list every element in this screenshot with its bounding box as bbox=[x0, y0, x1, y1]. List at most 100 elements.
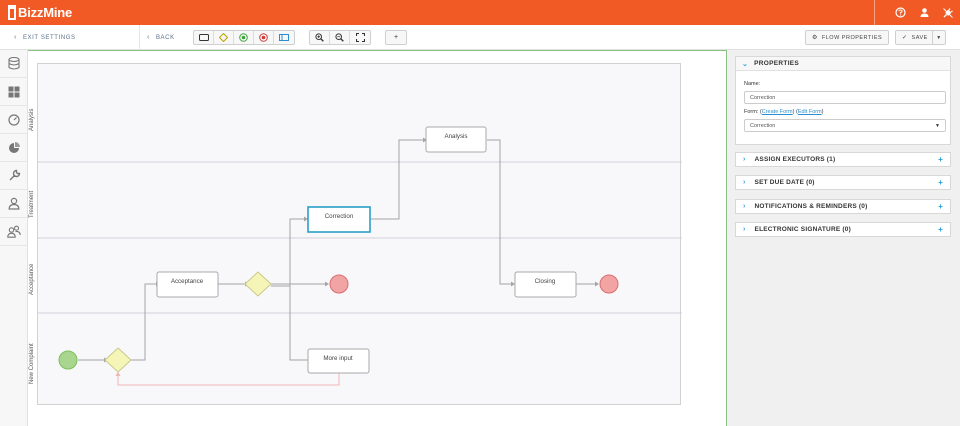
section-label: ELECTRONIC SIGNATURE (0) bbox=[754, 226, 851, 233]
task-more-input[interactable] bbox=[307, 348, 370, 374]
brand-logo[interactable]: BizzMine bbox=[8, 3, 72, 22]
create-form-link[interactable]: Create Form bbox=[761, 109, 793, 115]
sidebar-item-grid[interactable] bbox=[0, 78, 28, 106]
connector-gateway-acceptance[interactable] bbox=[131, 283, 156, 361]
sidebar-item-tools[interactable] bbox=[0, 162, 28, 190]
sidebar-item-reports[interactable] bbox=[0, 134, 28, 162]
start-event[interactable] bbox=[58, 350, 78, 370]
properties-title: PROPERTIES bbox=[754, 60, 800, 67]
connector-gateway-correction[interactable] bbox=[271, 218, 307, 287]
flow-properties-button[interactable]: ⚙ FLOW PROPERTIES bbox=[805, 30, 890, 45]
gear-icon: ⚙ bbox=[812, 35, 818, 41]
user-icon bbox=[8, 197, 20, 210]
chevron-right-icon: › bbox=[743, 156, 746, 163]
gateway-acceptance[interactable] bbox=[244, 271, 272, 297]
add-lane-button[interactable] bbox=[274, 31, 294, 44]
task-labels: Analysis Correction Acceptance Closing M… bbox=[171, 133, 556, 362]
users-icon bbox=[7, 225, 21, 238]
end-event-rejected[interactable] bbox=[329, 274, 349, 294]
plus-label: + bbox=[393, 34, 399, 41]
sidebar-item-dashboard[interactable] bbox=[0, 106, 28, 134]
zoom-out-icon bbox=[335, 33, 344, 42]
loop-arrowhead bbox=[115, 371, 121, 376]
name-input-value: Correction bbox=[750, 94, 776, 101]
pie-chart-icon bbox=[9, 141, 20, 153]
section-label: NOTIFICATIONS & REMINDERS (0) bbox=[754, 203, 868, 210]
zoom-tool-group bbox=[309, 30, 371, 45]
connector-analysis-closing[interactable] bbox=[487, 139, 514, 285]
top-separator bbox=[874, 0, 875, 25]
add-start-event-button[interactable] bbox=[234, 31, 254, 44]
zoom-out-button[interactable] bbox=[330, 31, 350, 44]
zoom-in-icon bbox=[315, 33, 324, 42]
task-correction-selected[interactable] bbox=[307, 206, 371, 233]
task-acceptance[interactable] bbox=[156, 271, 219, 298]
task-closing[interactable] bbox=[514, 271, 577, 298]
lane-label-new-complaint: New Complaint bbox=[29, 343, 35, 384]
brand-name: BizzMine bbox=[18, 5, 73, 20]
user-profile-icon[interactable] bbox=[913, 0, 935, 25]
edit-form-link[interactable]: Edit Form bbox=[797, 109, 822, 115]
toolbar-divider bbox=[139, 25, 140, 50]
properties-header[interactable]: ⌄ PROPERTIES bbox=[736, 57, 950, 71]
properties-section: ⌄ PROPERTIES Name: Correction Form: (Cre… bbox=[735, 56, 951, 145]
save-button[interactable]: ✓ SAVE bbox=[895, 30, 934, 45]
chevron-down-icon: ⌄ bbox=[742, 60, 749, 68]
database-icon bbox=[8, 57, 20, 70]
add-end-event-button[interactable] bbox=[254, 31, 274, 44]
flow-properties-label: FLOW PROPERTIES bbox=[821, 34, 883, 41]
task-label-correction: Correction bbox=[325, 213, 354, 220]
add-icon[interactable]: + bbox=[938, 225, 943, 234]
add-icon[interactable]: + bbox=[938, 155, 943, 164]
section-set-due-date[interactable]: › SET DUE DATE (0) + bbox=[735, 175, 951, 190]
form-select[interactable]: Correction ▼ bbox=[744, 119, 946, 132]
gateway-new-complaint[interactable] bbox=[104, 347, 132, 373]
shape-tool-group bbox=[193, 30, 295, 45]
name-input[interactable]: Correction bbox=[744, 91, 946, 104]
form-select-value: Correction bbox=[750, 122, 776, 129]
task-analysis[interactable] bbox=[425, 126, 487, 153]
exit-settings-link[interactable]: ‹ EXIT SETTINGS bbox=[14, 25, 76, 50]
properties-panel: ⌄ PROPERTIES Name: Correction Form: (Cre… bbox=[727, 50, 960, 426]
zoom-in-button[interactable] bbox=[310, 31, 330, 44]
grid-icon bbox=[8, 86, 20, 97]
end-event-closed[interactable] bbox=[599, 274, 619, 294]
help-icon[interactable] bbox=[889, 0, 911, 25]
connector-more-input-loop[interactable] bbox=[117, 372, 340, 386]
fit-to-screen-button[interactable] bbox=[350, 31, 370, 44]
caret-down-icon: ▼ bbox=[935, 122, 940, 129]
save-options-dropdown[interactable]: ▼ bbox=[932, 30, 946, 45]
chevron-right-icon: › bbox=[743, 179, 746, 186]
add-icon[interactable]: + bbox=[938, 202, 943, 211]
form-label: Form: bbox=[744, 109, 759, 115]
sidebar-item-user[interactable] bbox=[0, 190, 28, 218]
check-icon: ✓ bbox=[902, 35, 908, 41]
plug-disconnect-icon[interactable] bbox=[937, 0, 959, 25]
add-element-button[interactable]: + bbox=[386, 31, 406, 44]
sidebar-item-database[interactable] bbox=[0, 50, 28, 78]
section-electronic-signature[interactable]: › ELECTRONIC SIGNATURE (0) + bbox=[735, 222, 951, 237]
task-label-more-input: More input bbox=[323, 355, 353, 362]
form-label-row: Form: (Create Form) (Edit Form) bbox=[744, 109, 824, 115]
flow-diagram: Analysis Correction Acceptance Closing M… bbox=[37, 63, 682, 405]
section-label: ASSIGN EXECUTORS (1) bbox=[754, 156, 836, 163]
connector-correction-analysis[interactable] bbox=[370, 139, 426, 220]
diagram-svg: Analysis Correction Acceptance Closing M… bbox=[38, 126, 682, 386]
task-label-acceptance: Acceptance bbox=[171, 278, 204, 285]
add-task-button[interactable] bbox=[194, 31, 214, 44]
task-label-analysis: Analysis bbox=[444, 133, 467, 140]
arrowheads bbox=[104, 137, 599, 363]
wrench-icon bbox=[9, 169, 20, 181]
back-link[interactable]: ‹ BACK bbox=[147, 25, 175, 50]
dashboard-icon bbox=[8, 113, 20, 126]
lane-label-analysis: Analysis bbox=[29, 108, 35, 131]
section-notifications-reminders[interactable]: › NOTIFICATIONS & REMINDERS (0) + bbox=[735, 199, 951, 214]
sidebar-item-users[interactable] bbox=[0, 218, 28, 246]
chevron-right-icon: › bbox=[743, 226, 746, 233]
add-icon[interactable]: + bbox=[938, 178, 943, 187]
section-assign-executors[interactable]: › ASSIGN EXECUTORS (1) + bbox=[735, 152, 951, 167]
logo-mark-icon bbox=[8, 5, 16, 20]
lane-label-treatment: Treatment bbox=[29, 190, 35, 218]
chevron-left-icon: ‹ bbox=[147, 34, 150, 41]
add-gateway-button[interactable] bbox=[214, 31, 234, 44]
